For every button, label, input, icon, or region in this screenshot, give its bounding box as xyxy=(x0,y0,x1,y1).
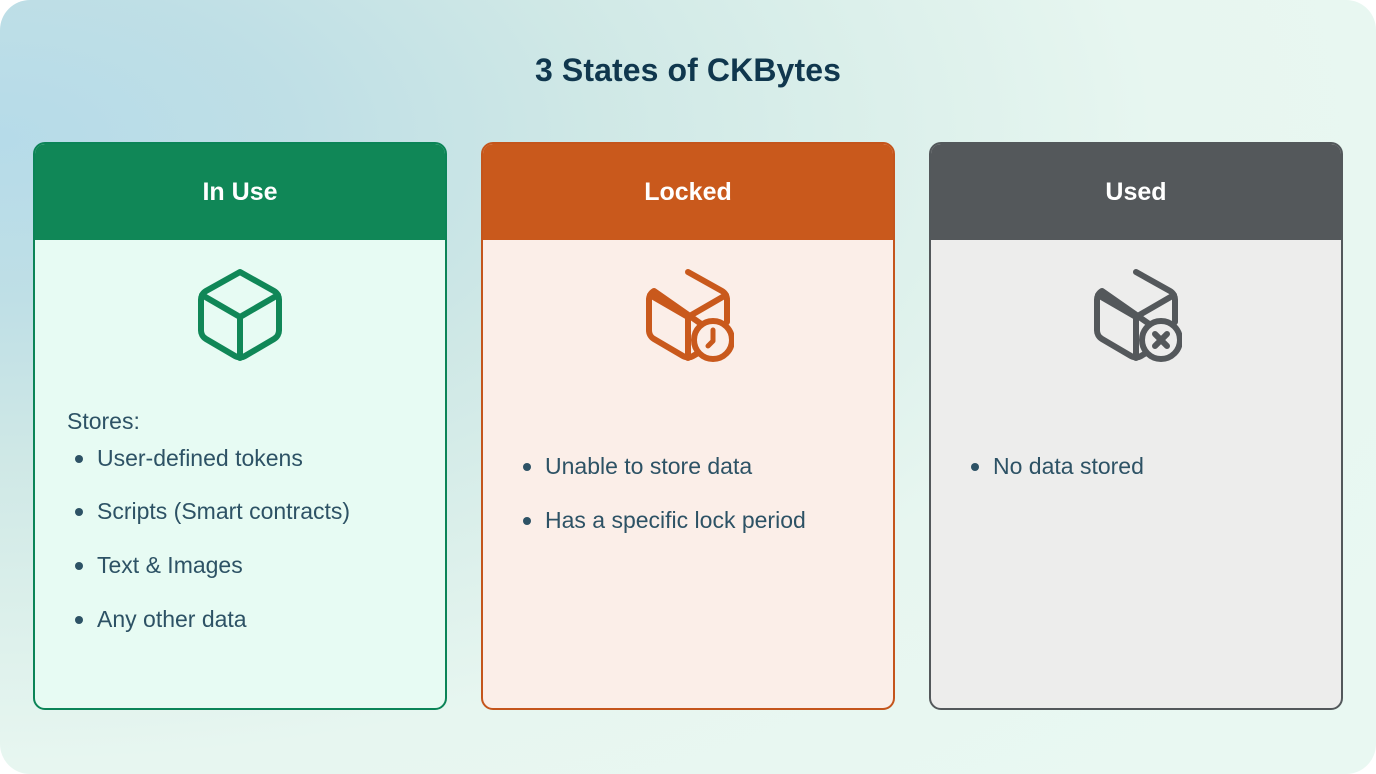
card-content-locked: Unable to store data Has a specific lock… xyxy=(483,390,893,535)
card-content-in-use: Stores: User-defined tokens Scripts (Sma… xyxy=(35,390,445,634)
list-item: Text & Images xyxy=(61,551,419,580)
state-card-in-use[interactable]: In Use Stores: User-defined tokens Scrip… xyxy=(33,142,447,710)
card-header-in-use: In Use xyxy=(35,144,445,240)
list-item: No data stored xyxy=(957,452,1315,481)
cube-icon xyxy=(35,240,445,390)
card-header-label: In Use xyxy=(202,177,278,206)
card-header-locked: Locked xyxy=(483,144,893,240)
list-item: Unable to store data xyxy=(509,452,867,481)
cube-clock-icon xyxy=(483,240,893,390)
state-card-used[interactable]: Used No data stored xyxy=(929,142,1343,710)
card-body-locked: Unable to store data Has a specific lock… xyxy=(483,240,893,708)
list-item: Scripts (Smart contracts) xyxy=(61,497,419,526)
page-title: 3 States of CKBytes xyxy=(535,52,841,88)
bullet-list-locked: Unable to store data Has a specific lock… xyxy=(509,452,867,535)
card-header-used: Used xyxy=(931,144,1341,240)
stores-label: Stores: xyxy=(67,408,140,434)
card-content-used: No data stored xyxy=(931,390,1341,481)
card-body-used: No data stored xyxy=(931,240,1341,708)
list-item: Any other data xyxy=(61,605,419,634)
bullet-list-in-use: User-defined tokens Scripts (Smart contr… xyxy=(61,444,419,634)
card-header-label: Locked xyxy=(644,177,732,206)
list-item: User-defined tokens xyxy=(61,444,419,473)
cube-x-icon xyxy=(931,240,1341,390)
bullet-list-used: No data stored xyxy=(957,452,1315,481)
state-card-locked[interactable]: Locked Unable to store data Has a spe xyxy=(481,142,895,710)
card-header-label: Used xyxy=(1105,177,1167,206)
card-body-in-use: Stores: User-defined tokens Scripts (Sma… xyxy=(35,240,445,708)
list-item: Has a specific lock period xyxy=(509,506,867,535)
states-card-row: In Use Stores: User-defined tokens Scrip… xyxy=(33,142,1343,710)
